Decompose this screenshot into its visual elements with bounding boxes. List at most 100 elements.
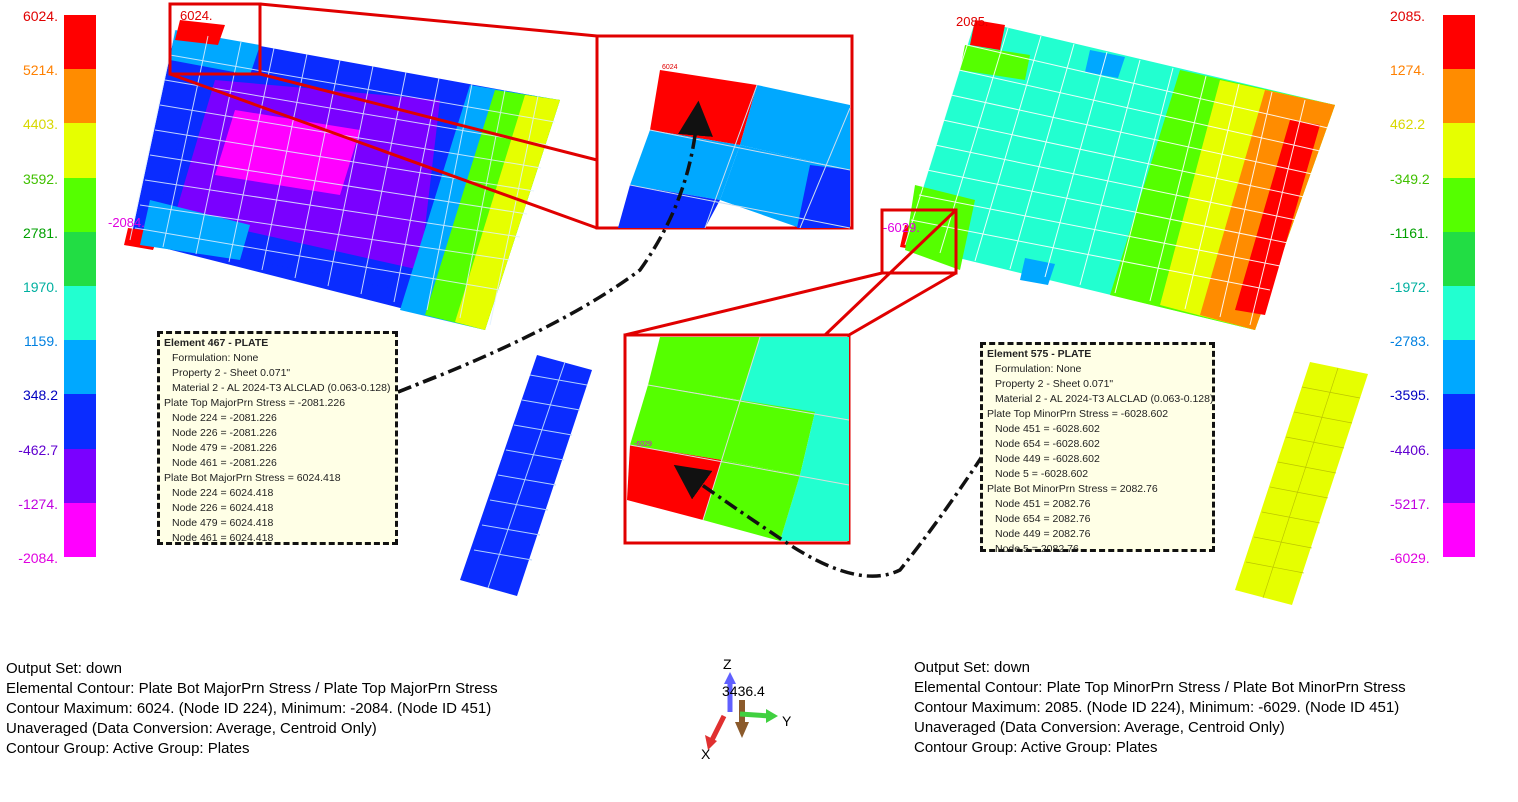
info-line: Node 449 = 2082.76 [995, 528, 1091, 540]
legend-swatch [64, 340, 96, 395]
left-zoom-callout [168, 2, 854, 230]
info-line: Property 2 - Sheet 0.071" [995, 378, 1114, 390]
right-min-label: -6029. [883, 220, 920, 235]
info-title: Element 467 - PLATE [164, 337, 269, 349]
legend-value-label: -2084. [18, 550, 58, 566]
info-line: Node 479 = 6024.418 [172, 517, 274, 529]
legend-swatch [1443, 340, 1475, 395]
legend-value-label: -3595. [1390, 387, 1430, 404]
legend-swatch [1443, 69, 1475, 124]
info-line: Plate Top MinorPrn Stress = -6028.602 [987, 408, 1169, 420]
triad-z-label: Z [723, 656, 732, 672]
left-min-label: -2084. [108, 215, 145, 230]
legend-swatch [64, 448, 96, 503]
summary-contour-range: Contour Maximum: 2085. (Node ID 224), Mi… [914, 699, 1400, 716]
summary-output-set: Output Set: down [6, 660, 122, 677]
legend-value-label: 1970. [22, 279, 58, 295]
legend-value-label: 2085. [1390, 8, 1426, 24]
legend-value-label: -2783. [1390, 333, 1430, 350]
info-line: Node 451 = 2082.76 [995, 498, 1091, 510]
info-line: Plate Top MajorPrn Stress = -2081.226 [164, 397, 346, 409]
left-contour-legend [64, 15, 96, 557]
legend-swatch [1443, 123, 1475, 178]
legend-value-label: -4406. [1390, 441, 1430, 458]
legend-value-label: -1274. [18, 495, 58, 512]
info-line: Node 654 = 2082.76 [995, 513, 1091, 525]
info-line: Plate Bot MinorPrn Stress = 2082.76 [987, 483, 1158, 495]
legend-swatch [1443, 15, 1475, 70]
legend-swatch [64, 231, 96, 286]
info-line: Plate Bot MajorPrn Stress = 6024.418 [164, 472, 341, 484]
view-triad [705, 672, 778, 750]
triad-x-label: X [701, 746, 711, 762]
legend-value-label: -5217. [1390, 495, 1430, 512]
info-line: Node 461 = 6024.418 [172, 532, 274, 544]
right-max-label: 2085. [956, 14, 989, 29]
left-plate-mesh[interactable] [124, 20, 561, 331]
info-line: Node 449 = -6028.602 [995, 453, 1100, 465]
right-zoom-callout [623, 208, 958, 545]
legend-value-label: 462.2 [1390, 116, 1426, 133]
legend-swatch [64, 123, 96, 178]
legend-swatch [64, 394, 96, 449]
summary-contour-type: Elemental Contour: Plate Bot MajorPrn St… [6, 680, 498, 697]
legend-value-label: -1161. [1390, 224, 1429, 241]
legend-swatch [1443, 231, 1475, 286]
legend-value-label: 6024. [22, 8, 58, 24]
left-max-label: 6024. [180, 8, 213, 23]
right-contour-summary: Output Set: down Elemental Contour: Plat… [914, 658, 1406, 758]
summary-contour-range: Contour Maximum: 6024. (Node ID 224), Mi… [6, 700, 492, 717]
info-line: Node 224 = -2081.226 [172, 412, 277, 424]
info-line: Formulation: None [995, 363, 1082, 375]
legend-value-label: -462.7 [18, 441, 58, 458]
info-line: Node 226 = -2081.226 [172, 427, 277, 439]
legend-swatch [1443, 177, 1475, 232]
left-contour-summary: Output Set: down Elemental Contour: Plat… [6, 659, 498, 759]
legend-value-label: 4403. [22, 116, 58, 133]
legend-value-label: 1274. [1390, 62, 1426, 79]
right-contour-legend [1443, 15, 1475, 557]
info-line: Node 5 = -6028.602 [995, 468, 1089, 480]
info-line: Node 5 = 2082.76 [995, 543, 1079, 555]
right-plate-mesh[interactable] [900, 19, 1335, 330]
legend-value-label: 3592. [22, 170, 58, 187]
legend-value-label: 5214. [22, 62, 58, 79]
legend-value-label: 2781. [22, 224, 58, 241]
legend-swatch [1443, 285, 1475, 341]
legend-swatch [64, 285, 96, 341]
left-strip-mesh[interactable] [460, 355, 592, 596]
summary-averaging: Unaveraged (Data Conversion: Average, Ce… [914, 719, 1285, 736]
left-leader-line [397, 100, 713, 394]
legend-swatch [64, 69, 96, 124]
legend-swatch [64, 177, 96, 232]
info-line: Node 654 = -6028.602 [995, 438, 1100, 450]
summary-output-set: Output Set: down [914, 659, 1030, 676]
right-zoom-label: -6029 [634, 441, 652, 448]
summary-contour-group: Contour Group: Active Group: Plates [6, 740, 250, 757]
summary-contour-type: Elemental Contour: Plate Top MinorPrn St… [914, 679, 1406, 696]
legend-swatch [1443, 394, 1475, 449]
legend-swatch [1443, 448, 1475, 503]
info-line: Property 2 - Sheet 0.071" [172, 367, 291, 379]
legend-swatch [64, 502, 96, 557]
info-line: Formulation: None [172, 352, 259, 364]
legend-value-label: 1159. [24, 333, 58, 350]
info-title: Element 575 - PLATE [987, 348, 1092, 360]
info-line: Node 224 = 6024.418 [172, 487, 274, 499]
left-zoom-label: 6024 [662, 64, 678, 71]
summary-contour-group: Contour Group: Active Group: Plates [914, 739, 1158, 756]
info-line: Node 479 = -2081.226 [172, 442, 277, 454]
legend-value-label: -1972. [1390, 279, 1430, 295]
right-strip-mesh[interactable] [1235, 362, 1368, 605]
triad-y-label: Y [782, 713, 792, 729]
legend-value-label: 348.2 [22, 387, 58, 404]
info-line: Node 451 = -6028.602 [995, 423, 1100, 435]
info-line: Node 226 = 6024.418 [172, 502, 274, 514]
legend-value-label: -6029. [1390, 550, 1430, 566]
right-leader-line [673, 454, 985, 578]
legend-swatch [64, 15, 96, 70]
info-line: Material 2 - AL 2024-T3 ALCLAD (0.063-0.… [172, 382, 391, 394]
